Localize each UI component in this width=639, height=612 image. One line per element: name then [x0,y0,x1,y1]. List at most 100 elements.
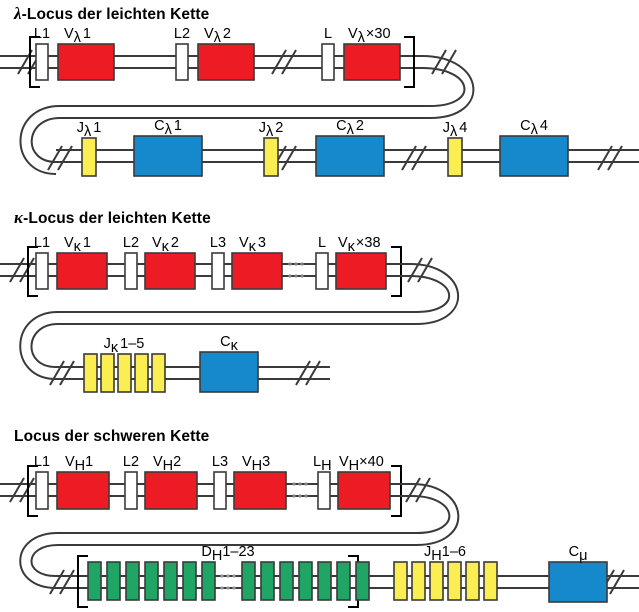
l-segment-l1 [35,43,49,81]
label-l1: L1 [34,235,50,251]
j-segment-box [117,353,132,393]
j-segment-box [447,561,462,601]
break-left [47,145,73,171]
j-segment-box [83,353,98,393]
v-segment-vlambda1 [57,43,115,81]
label-jh1-6: JH1–6 [424,544,466,564]
label-l1: L1 [34,26,50,42]
locus-title-lambda-text: -Locus der leichten Kette [21,6,210,23]
break-right [597,145,623,171]
v-segment-vh-x40 [337,471,391,510]
bracket-right [391,465,402,517]
j-segment-jlambda4 [447,137,463,177]
l-segment-l2 [124,471,138,510]
d-segment-box [241,561,256,601]
break-right [407,257,433,283]
v-segment-vkappa2 [144,252,196,290]
label-dh1-23: DH1–23 [201,544,254,564]
v-segment-vlambda2 [197,43,255,81]
v-segment-vlambda-x30 [343,43,401,81]
d-segment-box [355,561,370,601]
j-segment-box [429,561,444,601]
l-segment-l1 [35,252,49,290]
l-segment-lh [317,471,331,510]
label-vkappa-x38: Vκ×38 [338,235,381,255]
l-segment-l [321,43,335,81]
c-segment-clambda2 [315,135,385,177]
d-segment-box [279,561,294,601]
ellipsis [292,482,308,498]
d-segment-box [125,561,140,601]
j-segment-jlambda2 [263,137,279,177]
v-segment-vh3 [233,471,287,510]
d-segment-group-dh1-23 [87,561,370,601]
l-segment-l2 [175,43,189,81]
d-segment-box [106,561,121,601]
locus-title-kappa-text: -Locus der leichten Kette [23,210,211,227]
break-right [405,477,431,503]
j-segment-group-jh1-6 [393,561,498,601]
heavy-djc-row: DH1–23 JH1–6 Cμ [19,532,639,608]
break-mid [271,49,297,75]
d-segment-box [336,561,351,601]
d-segment-box [163,561,178,601]
v-segment-vh2 [144,471,198,510]
label-ckappa: Cκ [220,334,238,354]
label-l3: L3 [212,454,228,470]
j-segment-box [393,561,408,601]
d-segment-box [317,561,332,601]
break-left [9,257,35,283]
label-cmu: Cμ [569,544,588,564]
label-l2: L2 [123,454,139,470]
bracket-left [27,246,38,297]
c-segment-cmu [548,561,608,603]
bracket-right [404,36,415,88]
j-segment-box [483,561,498,601]
v-segment-vkappa1 [56,252,108,290]
label-l2: L2 [174,26,190,42]
j-segment-box [151,353,166,393]
break-right [295,360,321,386]
label-l: L [318,235,326,251]
label-vh3: VH3 [242,454,270,474]
label-l: L [324,26,332,42]
bracket-left [27,465,38,517]
label-vh-x40: VH×40 [339,454,384,474]
d-segment-box [201,561,216,601]
j-segment-group-jkappa1-5 [83,353,166,393]
c-segment-ckappa [199,351,259,393]
l-segment-l3 [211,252,225,290]
d-segment-box [182,561,197,601]
bracket-d-left [77,555,88,608]
j-segment-jlambda1 [81,137,97,177]
j-segment-box [134,353,149,393]
label-l1: L1 [34,454,50,470]
j-segment-box [100,353,115,393]
break-left [9,477,35,503]
ellipsis [220,574,236,590]
d-segment-box [87,561,102,601]
bracket-right [391,246,402,297]
break-left [49,360,75,386]
break-left [49,569,75,595]
d-segment-box [260,561,275,601]
label-lh: LH [313,454,332,474]
kappa-glyph: κ [14,208,24,227]
v-segment-vkappa-x38 [335,252,387,290]
l-segment-l3 [213,471,227,510]
locus-title-lambda: λ-Locus der leichten Kette [14,4,209,24]
